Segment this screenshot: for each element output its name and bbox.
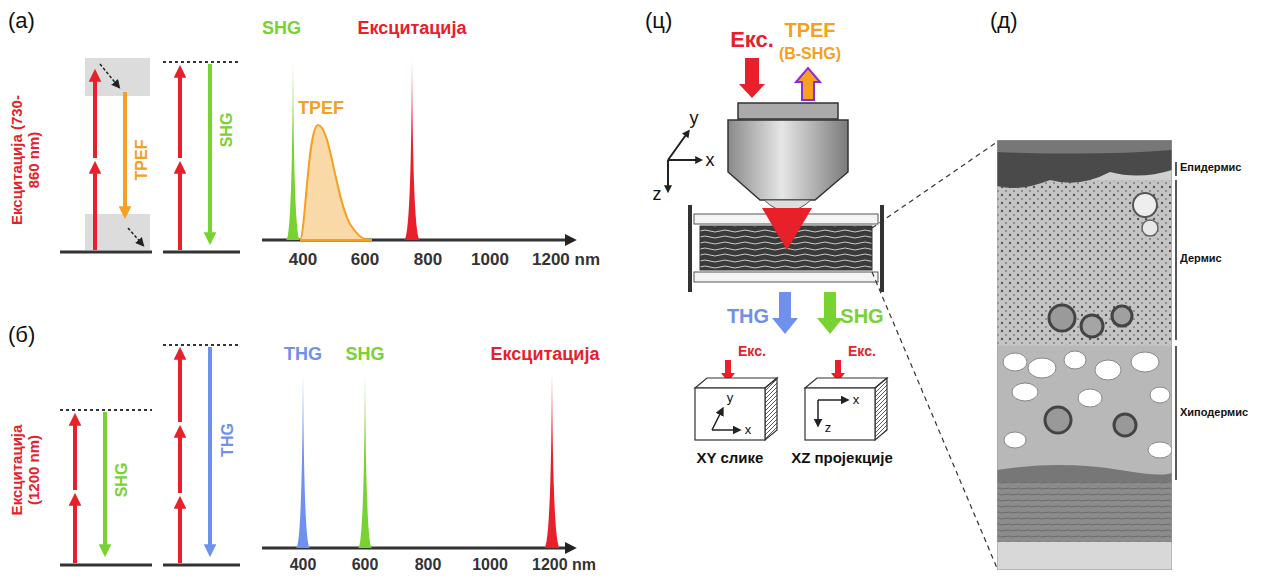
tick-label: 600: [351, 250, 379, 270]
peak-label: SHG: [262, 18, 301, 39]
projection-boxes: [695, 360, 887, 440]
spectrum-plot: [262, 60, 572, 240]
spectrum-plot: [262, 372, 572, 548]
axis-label: Ексцитација (1200 nm): [8, 410, 43, 530]
panel-letter: (д): [990, 8, 1018, 33]
transition-label: TPEF: [133, 140, 151, 181]
signal-label: THG: [727, 305, 769, 328]
panel-letter: (б): [8, 322, 35, 347]
microscope-setup: [668, 58, 997, 568]
tick-label: 1200 nm: [532, 556, 596, 574]
peak-label: SHG: [345, 344, 384, 365]
beam-label: Екс.: [738, 343, 766, 359]
layer-label: Епидермис: [1180, 161, 1241, 174]
axis-label: Ексцитација (730-860 nm): [8, 95, 43, 225]
view-label: XZ пројекције: [791, 449, 893, 466]
signal-label: SHG: [840, 305, 883, 328]
view-label: XY слике: [697, 449, 764, 466]
tick-label: 1000: [471, 250, 509, 270]
signal-label: (B-SHG): [779, 45, 841, 63]
tick-label: 400: [290, 556, 317, 574]
panel-letter: (ц): [645, 8, 672, 33]
histology-image: [997, 140, 1172, 570]
transition-label: SHG: [218, 113, 236, 148]
signal-label: TPEF: [784, 19, 835, 42]
axis-name: x: [745, 423, 752, 438]
axis-name: y: [727, 391, 734, 406]
layer-label: Хиподермис: [1180, 406, 1248, 419]
tick-label: 1000: [472, 556, 508, 574]
tick-label: 1200 nm: [532, 250, 600, 270]
peak-label: Ексцитација: [491, 344, 600, 365]
tick-label: 600: [352, 556, 379, 574]
panel-letter: (а): [8, 8, 35, 33]
beam-label: Екс.: [848, 343, 876, 359]
peak-label: TPEF: [298, 98, 344, 119]
axis-name: z: [825, 421, 832, 436]
tick-label: 800: [415, 556, 442, 574]
axis-name: y: [690, 108, 699, 129]
axis-name: x: [853, 393, 860, 408]
energy-diagram: [60, 58, 240, 252]
transition-label: THG: [219, 423, 237, 457]
tick-label: 800: [414, 250, 442, 270]
energy-diagram: [60, 345, 240, 565]
layer-brackets: [1176, 162, 1177, 480]
axis-name: x: [706, 150, 715, 171]
axis-name: z: [653, 184, 662, 205]
peak-label: THG: [284, 344, 322, 365]
transition-label: SHG: [113, 463, 131, 498]
beam-label: Екс.: [730, 27, 774, 52]
layer-label: Дермис: [1180, 252, 1222, 265]
tick-label: 400: [289, 250, 317, 270]
peak-label: Ексцитација: [358, 18, 467, 39]
